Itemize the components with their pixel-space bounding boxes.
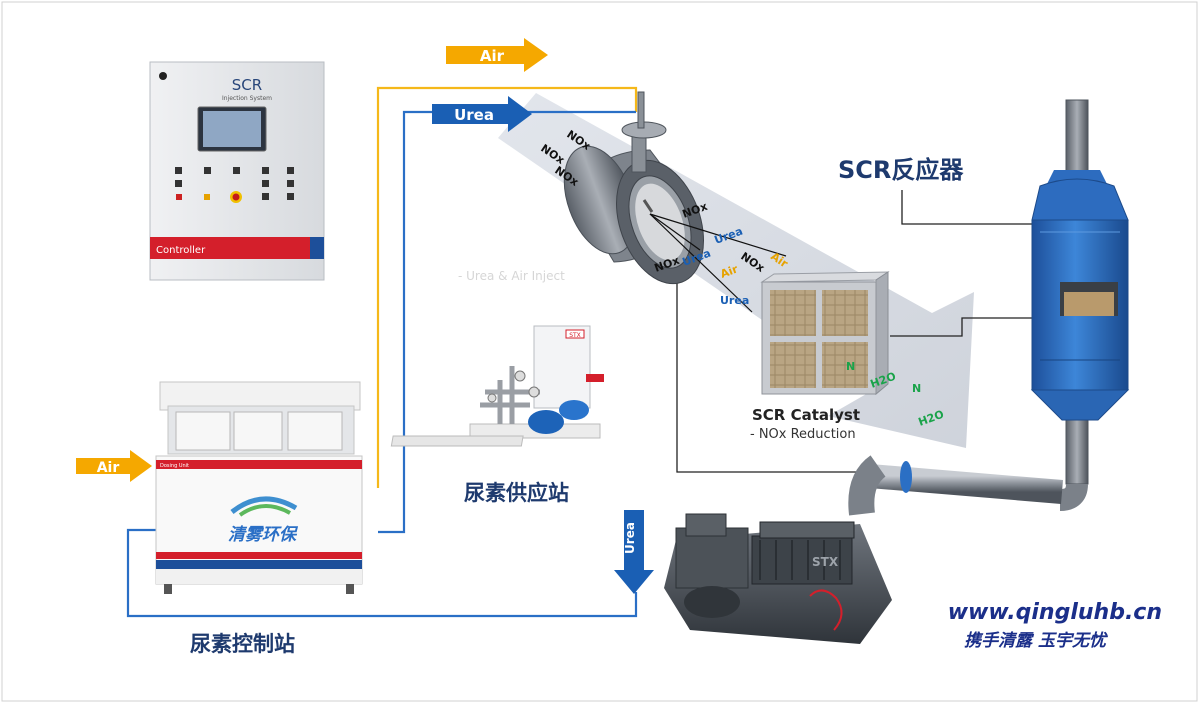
scr-catalyst-block <box>760 271 890 396</box>
signal-line-mixer <box>676 282 906 473</box>
diesel-engine: STX <box>664 513 892 644</box>
n-label: N <box>846 360 855 373</box>
air-label: Air <box>719 262 741 280</box>
catalyst-callout-line <box>890 317 1036 337</box>
scr-reactor-vessel <box>1030 170 1130 421</box>
watermark-slogan: 携手清露 玉宇无忧 <box>964 631 1109 651</box>
faint-annotation: - Urea & Air Inject <box>458 269 565 283</box>
n-label: N <box>912 382 921 395</box>
urea-supply-station: STX <box>390 325 604 447</box>
urea-top-arrow: Urea <box>432 96 532 132</box>
watermark-url: www.qingluhb.cn <box>948 600 1162 625</box>
return-line <box>126 528 638 618</box>
reactor-callout-line <box>901 190 1040 225</box>
exhaust-piping <box>848 99 1089 516</box>
urea-mixer-duct <box>563 91 704 285</box>
urea-control-station-label: 尿素控制站 <box>190 632 295 656</box>
svg-text:Air: Air <box>97 460 120 476</box>
urea-down-arrow: Urea <box>614 510 654 594</box>
svg-text:Dosing Unit: Dosing Unit <box>160 463 189 469</box>
air-left-arrow: Air <box>76 450 152 482</box>
catalyst-subtitle: - NOx Reduction <box>750 427 856 442</box>
svg-text:STX: STX <box>569 332 581 339</box>
svg-text:SCR: SCR <box>232 76 262 94</box>
watermark: www.qingluhb.cn 携手清露 玉宇无忧 <box>948 600 1162 651</box>
scr-reactor-title: SCR反应器 <box>838 156 964 184</box>
air-top-arrow: Air <box>446 38 548 72</box>
catalyst-title: SCR Catalyst <box>752 406 860 424</box>
svg-text:清雾环保: 清雾环保 <box>228 525 299 545</box>
urea-label: Urea <box>720 294 749 307</box>
controller-cabinet: SCR Injection System Controller <box>149 61 325 281</box>
injection-spray <box>649 213 787 313</box>
svg-text:Urea: Urea <box>623 522 637 554</box>
svg-text:Urea: Urea <box>454 106 494 124</box>
svg-text:STX: STX <box>812 555 839 569</box>
svg-text:Controller: Controller <box>156 245 206 256</box>
urea-control-unit: Dosing Unit 清雾环保 <box>155 381 363 594</box>
urea-supply-station-label: 尿素供应站 <box>464 481 569 505</box>
svg-text:Air: Air <box>480 47 505 65</box>
svg-text:Injection System: Injection System <box>222 95 272 102</box>
air-supply-line <box>376 86 638 488</box>
